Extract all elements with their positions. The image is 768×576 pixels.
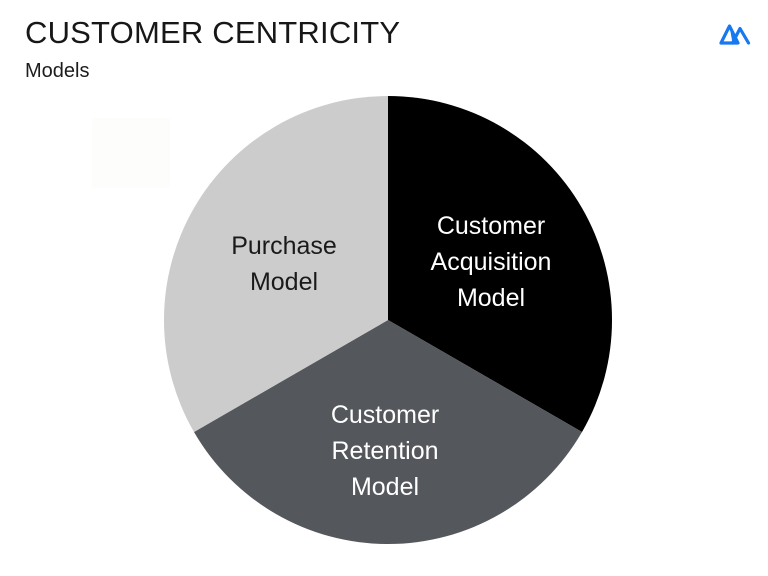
page-title: CUSTOMER CENTRICITY — [25, 15, 401, 50]
pie-slice-customer-retention-model[interactable] — [194, 320, 582, 545]
pie-slice-purchase-model[interactable] — [163, 95, 388, 432]
pie-slice-customer-acquisition-model[interactable] — [388, 96, 613, 432]
page-subtitle: Models — [25, 60, 90, 82]
mountain-logo-icon — [719, 24, 751, 45]
slide-header: CUSTOMER CENTRICITY Models — [0, 0, 768, 92]
